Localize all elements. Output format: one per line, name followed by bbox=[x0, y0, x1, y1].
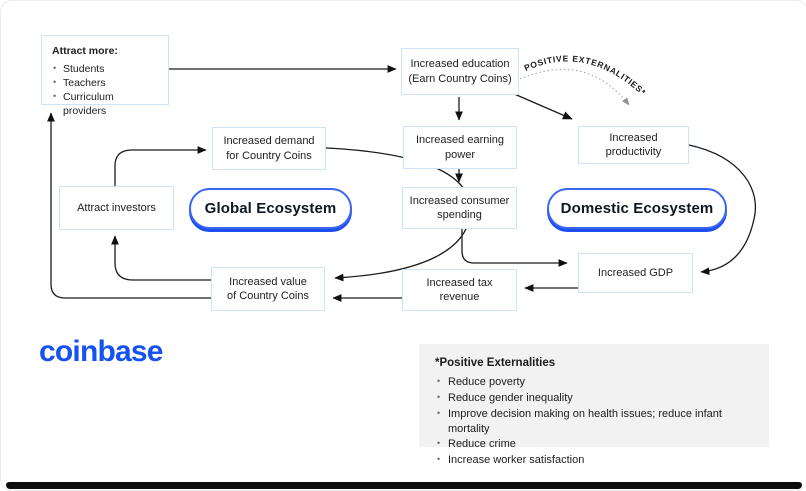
panel-item: Reduce gender inequality bbox=[435, 391, 753, 406]
panel-title: *Positive Externalities bbox=[435, 357, 556, 369]
panel-item: Increase worker satisfaction bbox=[435, 453, 753, 468]
frame-bottom-edge bbox=[6, 482, 802, 489]
node-attract-more: Attract more: Students Teachers Curricul… bbox=[41, 35, 169, 117]
node-increased-gdp: Increased GDP bbox=[578, 253, 693, 293]
panel-item: Improve decision making on health issues… bbox=[435, 407, 753, 437]
attract-more-item: Curriculum providers bbox=[52, 90, 158, 118]
coinbase-logo: coinbase bbox=[39, 335, 163, 368]
node-increased-value: Increased value of Country Coins bbox=[211, 267, 325, 311]
attract-more-item: Students bbox=[52, 62, 104, 76]
node-increased-productivity: Increased productivity bbox=[578, 126, 689, 164]
panel-item: Reduce crime bbox=[435, 437, 753, 452]
node-increased-education: Increased education (Earn Country Coins) bbox=[401, 48, 519, 95]
node-increased-earning-power: Increased earning power bbox=[403, 126, 517, 169]
node-attract-investors: Attract investors bbox=[59, 186, 174, 230]
node-increased-tax-revenue: Increased tax revenue bbox=[402, 269, 517, 311]
pill-domestic-ecosystem: Domestic Ecosystem bbox=[547, 188, 727, 229]
attract-more-title: Attract more: bbox=[52, 45, 118, 57]
arrow-attract-investors-to-demand bbox=[114, 146, 207, 186]
node-increased-consumer-spending: Increased consumer spending bbox=[402, 187, 517, 229]
positive-externalities-arc-label: POSITIVE EXTERNALITIES* bbox=[523, 53, 649, 97]
node-increased-demand: Increased demand for Country Coins bbox=[212, 127, 326, 170]
positive-externalities-panel: *Positive Externalities Reduce poverty R… bbox=[419, 344, 769, 466]
panel-item: Reduce poverty bbox=[435, 375, 753, 390]
arrow-value-to-attract-investors bbox=[111, 235, 211, 281]
arrow-education-to-productivity bbox=[511, 92, 573, 120]
pill-global-ecosystem: Global Ecosystem bbox=[189, 188, 352, 229]
arrow-spending-to-gdp bbox=[461, 229, 568, 267]
dotted-arc-positive-externalities bbox=[519, 68, 630, 106]
attract-more-item: Teachers bbox=[52, 76, 106, 90]
